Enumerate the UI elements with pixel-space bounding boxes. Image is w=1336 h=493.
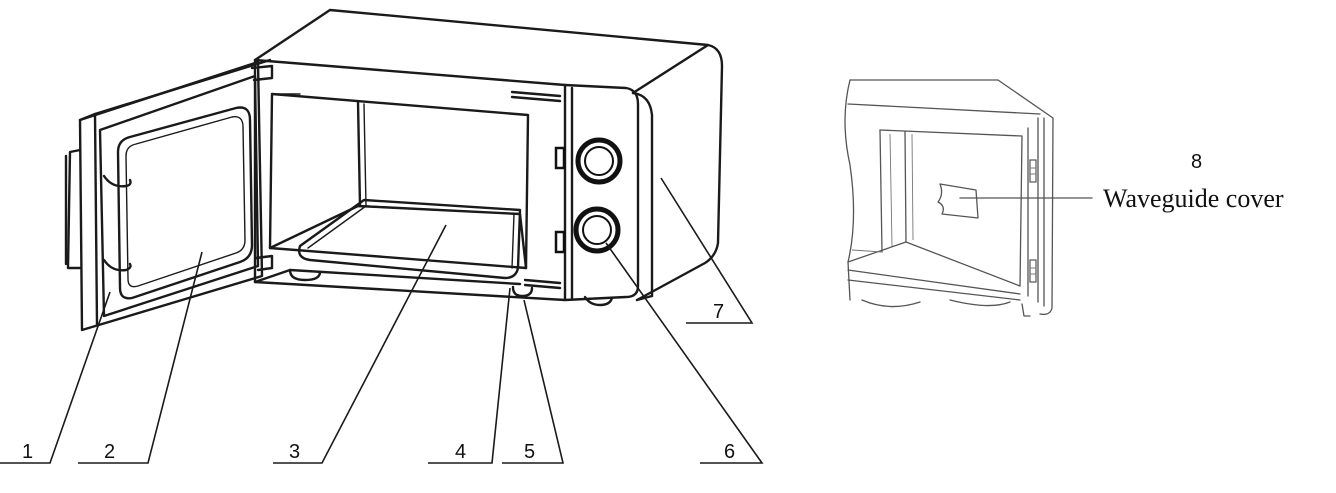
callout-8: 8 (1191, 151, 1202, 173)
timer-knob (575, 137, 623, 185)
waveguide-cover-label: Waveguide cover (1103, 184, 1284, 213)
waveguide-cover-shape (937, 183, 979, 219)
power-knob (573, 206, 621, 254)
cabinet (253, 8, 724, 302)
waveguide-detail-view: 8 Waveguide cover (844, 79, 1284, 317)
callout-7: 7 (713, 301, 724, 323)
microwave-main-view: 1 2 3 4 5 6 7 (0, 8, 764, 464)
callout-labels: 1 2 3 4 5 6 7 (22, 301, 735, 463)
control-panel (554, 83, 640, 307)
callout-5: 5 (524, 441, 535, 463)
callout-leaders (0, 177, 764, 464)
callout-6: 6 (724, 441, 735, 463)
callout-3: 3 (289, 441, 300, 463)
door (64, 58, 274, 332)
callout-2: 2 (104, 441, 115, 463)
callout-4: 4 (455, 441, 466, 463)
callout-1: 1 (22, 441, 33, 463)
